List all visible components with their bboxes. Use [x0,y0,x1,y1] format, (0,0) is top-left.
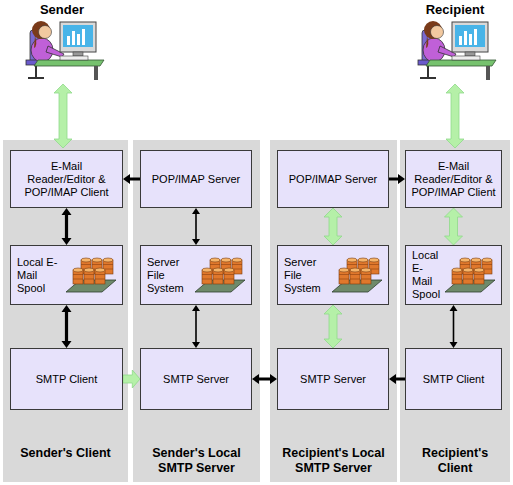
link-arrow [192,208,200,245]
column-band: Recipient's Client E-Mail Reader/Editor &… [400,140,510,482]
process-box: SMTP Client [405,348,502,410]
column-bands [3,140,510,482]
disk-stack-icon [193,254,247,296]
column-band-fill [400,140,510,482]
column-band-fill [270,140,397,482]
box-label: Server File System [284,256,330,295]
box-label: POP/IMAP Server [289,173,377,186]
disk-stack-icon [330,254,384,296]
process-box: E-Mail Reader/Editor & POP/IMAP Client [405,150,502,208]
role-label: Recipient [426,2,485,17]
column-band: Sender's Local SMTP Server POP/IMAP Serve… [133,140,260,482]
box-label: Local E-Mail Spool [412,249,443,301]
column-heading: Sender's Local SMTP Server [136,446,257,476]
box-label: Local E-Mail Spool [17,256,63,295]
recipient-figure [418,21,496,80]
disk-stack-icon [64,254,118,296]
link-arrow [192,305,200,348]
box-label: POP/IMAP Server [152,173,240,186]
column-band-fill [3,140,128,482]
box-label: E-Mail Reader/Editor & POP/IMAP Client [16,160,117,199]
box-label: SMTP Client [423,373,485,386]
link-arrow [62,305,72,348]
link-arrow [389,374,405,384]
column-heading: Sender's Client [6,446,125,461]
column-heading: Recipient's Client [403,446,507,476]
process-box: SMTP Server [140,348,252,410]
storage-box: Server File System [140,245,252,305]
flow-arrow [445,208,463,245]
column-band: Sender's Client E-Mail Reader/Editor & PO… [3,140,128,482]
storage-box: Server File System [277,245,389,305]
column-band: Recipient's Local SMTP Server POP/IMAP Se… [270,140,397,482]
flow-arrow [123,370,140,388]
flow-arrow [324,305,342,348]
process-box: POP/IMAP Server [277,150,389,208]
link-arrow [389,174,405,184]
storage-box: Local E-Mail Spool [10,245,123,305]
box-label: Server File System [147,256,193,295]
role-label: Sender [40,2,84,17]
process-box: SMTP Client [10,348,123,410]
link-arrow [450,305,458,348]
box-label: SMTP Server [300,373,366,386]
column-band-fill [133,140,260,482]
process-box: E-Mail Reader/Editor & POP/IMAP Client [10,150,123,208]
link-arrow [62,208,72,245]
link-arrow [123,174,140,184]
box-label: SMTP Client [36,373,98,386]
box-label: SMTP Server [163,373,229,386]
user-access-arrow [54,84,72,148]
disk-stack-icon [443,254,497,296]
column-heading: Recipient's Local SMTP Server [273,446,394,476]
process-box: SMTP Server [277,348,389,410]
flow-arrow [324,208,342,245]
box-label: E-Mail Reader/Editor & POP/IMAP Client [411,160,496,199]
sender-figure [26,21,104,80]
link-arrow [252,374,277,384]
process-box: POP/IMAP Server [140,150,252,208]
storage-box: Local E-Mail Spool [405,245,502,305]
user-access-arrow [446,84,464,148]
